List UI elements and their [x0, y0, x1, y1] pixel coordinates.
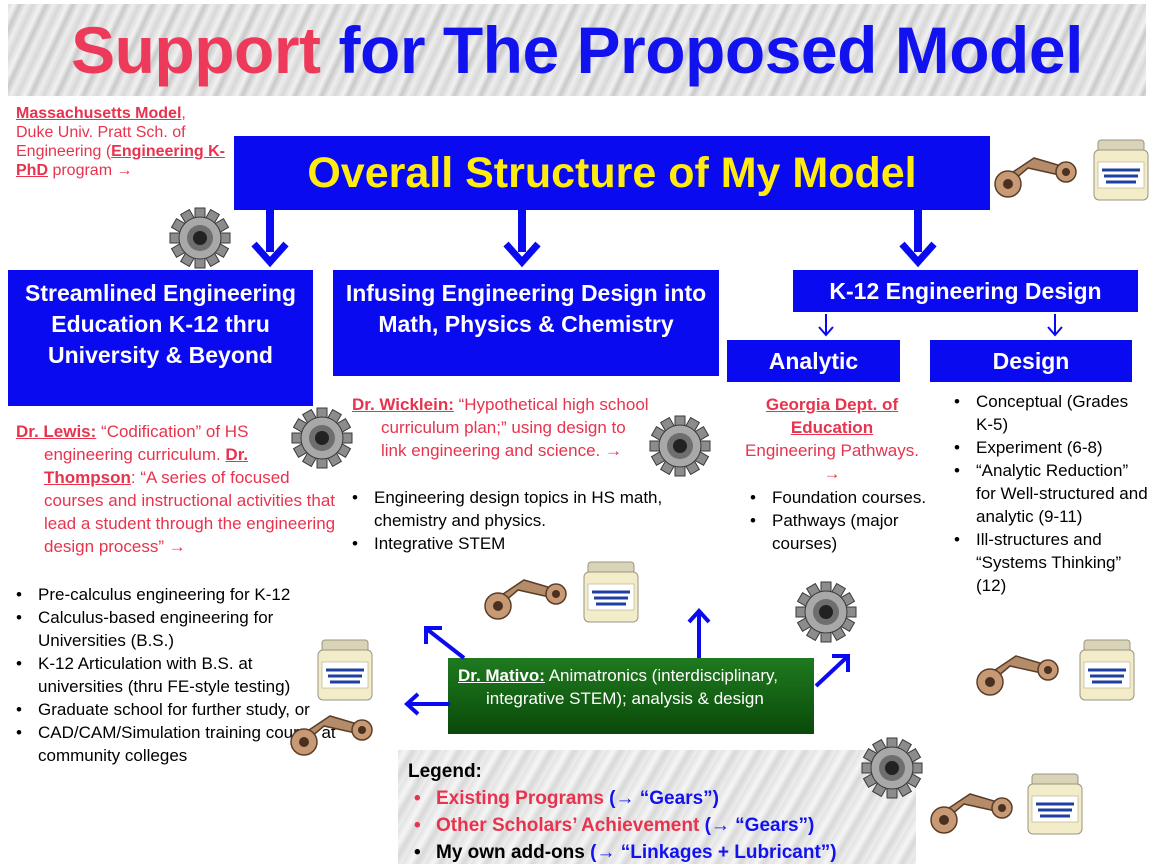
list-item: “Analytic Reduction” for Well-structured…: [948, 459, 1148, 528]
wicklein-text: “Hypothetical high school curriculum pla…: [381, 395, 649, 460]
list-item: Pathways (major courses): [744, 509, 934, 555]
gear-icon: [795, 581, 857, 643]
gear-icon: [169, 207, 231, 269]
small-down-arrow-icon: [1047, 314, 1063, 337]
lubricant-jar-icon: [1026, 772, 1084, 836]
list-item: Pre-calculus engineering for K-12: [10, 583, 340, 606]
down-arrow-icon: [899, 210, 937, 268]
analytic-bullets: Foundation courses. Pathways (major cour…: [744, 486, 934, 555]
mativo-text: Animatronics (interdisciplinary, integra…: [486, 666, 778, 708]
overall-structure-box: Overall Structure of My Model: [234, 136, 990, 210]
mativo-name: Dr. Mativo:: [458, 666, 545, 685]
design-title: Design: [992, 348, 1070, 374]
arrow-up-left-icon: [424, 626, 466, 660]
legend-label: Other Scholars’ Achievement: [436, 815, 700, 836]
lewis-text: “Codification” of HS engineering curricu…: [44, 422, 249, 464]
down-arrow-icon: [251, 210, 289, 268]
title-rest: for The Proposed Model: [338, 13, 1084, 87]
legend-item-scholars: Other Scholars’ Achievement (→ “Gears”): [408, 812, 906, 839]
legend-item-existing: Existing Programs (→ “Gears”): [408, 785, 906, 812]
linkage-icon: [290, 715, 373, 756]
legend-label: Existing Programs: [436, 788, 604, 809]
k12-title: K-12 Engineering Design: [829, 278, 1102, 304]
linkage-icon: [976, 655, 1059, 696]
massachusetts-model-link[interactable]: Massachusetts Model: [16, 105, 182, 122]
lubricant-jar-icon: [316, 638, 374, 702]
design-bullets: Conceptual (Grades K-5) Experiment (6-8)…: [948, 390, 1148, 597]
list-item: Graduate school for further study, or: [10, 698, 340, 721]
lubricant-jar-icon: [1092, 138, 1150, 202]
list-item: Integrative STEM: [346, 532, 666, 555]
wicklein-name: Dr. Wicklein:: [352, 395, 454, 414]
legend-hint: (→ “Gears”): [609, 788, 719, 809]
small-down-arrow-icon: [818, 314, 834, 337]
legend-label: My own add-ons: [436, 842, 585, 863]
georgia-name: Georgia Dept. of Education: [765, 395, 899, 437]
program-text: program →: [48, 162, 133, 179]
thompson-name: Dr. Thompson: [44, 445, 249, 487]
analytic-title: Analytic: [768, 348, 859, 374]
title-banner: Support for The Proposed Model: [8, 4, 1146, 96]
infusing-title: Infusing Engineering Design into Math, P…: [345, 280, 707, 337]
linkage-icon: [930, 793, 1013, 834]
lewis-thompson-note: Dr. Lewis: “Codification” of HS engineer…: [16, 420, 336, 558]
legend-box: Legend: Existing Programs (→ “Gears”) Ot…: [398, 750, 916, 866]
design-box: Design: [930, 340, 1132, 382]
mativo-box: Dr. Mativo: Animatronics (interdisciplin…: [448, 658, 814, 734]
list-item: Experiment (6-8): [948, 436, 1148, 459]
lubricant-jar-icon: [1078, 638, 1136, 702]
linkage-icon: [994, 157, 1077, 198]
legend-hint: (→ “Gears”): [704, 815, 815, 836]
legend-item-addons: My own add-ons (→ “Linkages + Lubricant”…: [408, 839, 906, 866]
k12-design-box: K-12 Engineering Design: [793, 270, 1138, 312]
list-item: Calculus-based engineering for Universit…: [10, 606, 340, 652]
list-item: K-12 Articulation with B.S. at universit…: [10, 652, 340, 698]
gear-icon: [291, 407, 353, 469]
linkage-icon: [484, 579, 567, 620]
wicklein-note: Dr. Wicklein: “Hypothetical high school …: [352, 393, 652, 462]
list-item: CAD/CAM/Simulation training course at co…: [10, 721, 340, 767]
overall-structure-title: Overall Structure of My Model: [307, 148, 917, 197]
infusing-bullets: Engineering design topics in HS math, ch…: [346, 486, 666, 555]
duke-text: Duke Univ. Pratt Sch. of Engineering (: [16, 124, 186, 160]
analytic-box: Analytic: [727, 340, 900, 382]
legend-title: Legend:: [408, 761, 482, 782]
title-support: Support: [71, 13, 321, 87]
engineering-kphd-link[interactable]: Engineering K-PhD: [16, 143, 225, 179]
arrow-left-icon: [404, 692, 450, 716]
down-arrow-icon: [503, 210, 541, 268]
list-item: Conceptual (Grades K-5): [948, 390, 1148, 436]
arrow-up-right-icon: [814, 654, 850, 688]
list-item: Ill-structures and “Systems Thinking” (1…: [948, 528, 1148, 597]
list-item: Foundation courses.: [744, 486, 934, 509]
streamlined-bullets: Pre-calculus engineering for K-12 Calcul…: [10, 583, 340, 767]
georgia-note: Georgia Dept. of Education Engineering P…: [742, 393, 922, 485]
mass-sep: ,: [181, 105, 186, 122]
legend-hint: (→ “Linkages + Lubricant”): [590, 842, 837, 863]
infusing-design-box: Infusing Engineering Design into Math, P…: [333, 270, 719, 376]
gear-icon: [649, 415, 711, 477]
georgia-text: Engineering Pathways. →: [745, 441, 919, 483]
lewis-name: Dr. Lewis:: [16, 422, 97, 441]
gear-icon: [861, 737, 923, 799]
arrow-up-icon: [687, 608, 711, 658]
streamlined-title: Streamlined Engineering Education K-12 t…: [25, 280, 296, 368]
streamlined-education-box: Streamlined Engineering Education K-12 t…: [8, 270, 313, 406]
lubricant-jar-icon: [582, 560, 640, 624]
massachusetts-note: Massachusetts Model, Duke Univ. Pratt Sc…: [16, 104, 228, 180]
list-item: Engineering design topics in HS math, ch…: [346, 486, 666, 532]
thompson-text: : “A series of focused courses and instr…: [44, 468, 336, 556]
